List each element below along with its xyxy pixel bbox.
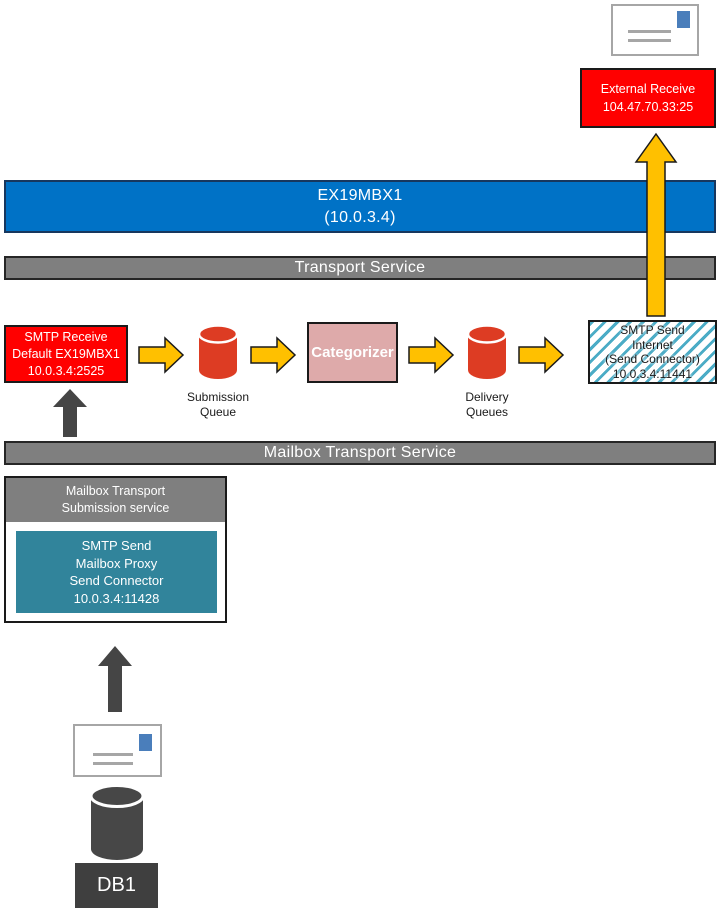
server-name: EX19MBX1	[317, 186, 403, 204]
smtp-receive-line1: SMTP Receive	[24, 329, 108, 344]
smtp-send-internet-box: SMTP Send Internet (Send Connector) 10.0…	[588, 320, 717, 384]
external-receive-line1: External Receive	[600, 82, 696, 96]
db1-label: DB1	[97, 874, 136, 896]
server-ip: (10.0.3.4)	[324, 208, 396, 226]
envelope-line	[93, 762, 133, 765]
database-icon	[89, 784, 145, 860]
stamp-icon	[139, 734, 152, 751]
smtp-send-proxy-line1: SMTP Send	[81, 538, 152, 553]
smtp-send-internet-line4: 10.0.3.4:11441	[612, 366, 693, 381]
smtp-receive-line3: 10.0.3.4:2525	[27, 363, 105, 378]
mailbox-transport-service-label: Mailbox Transport Service	[263, 444, 457, 461]
submission-queue-icon	[197, 324, 239, 379]
mailbox-transport-submission-header: Mailbox Transport Submission service	[6, 478, 225, 522]
up-arrow-icon-to-external	[634, 132, 678, 317]
smtp-send-mailbox-proxy-box: SMTP Send Mailbox Proxy Send Connector 1…	[16, 531, 217, 613]
db1-box: DB1	[75, 863, 158, 908]
categorizer-box: Categorizer	[307, 322, 398, 383]
delivery-queues-label: Delivery Queues	[465, 390, 509, 419]
smtp-send-internet-line1: SMTP Send	[620, 323, 685, 337]
external-receive-box: External Receive 104.47.70.33:25	[580, 68, 716, 128]
up-arrow-icon-to-smtp-receive	[53, 389, 87, 437]
right-arrow-icon-1	[138, 336, 185, 374]
submission-queue-label: Submission Queue	[186, 390, 250, 419]
stamp-icon	[677, 11, 690, 28]
mailbox-transport-submission-container: Mailbox Transport Submission service SMT…	[4, 476, 227, 623]
transport-service-label: Transport Service	[294, 259, 426, 276]
smtp-receive-box: SMTP Receive Default EX19MBX1 10.0.3.4:2…	[4, 325, 128, 383]
right-arrow-icon-2	[250, 336, 297, 374]
transport-service-banner: Transport Service	[4, 256, 716, 280]
envelope-line	[628, 39, 671, 42]
smtp-send-internet-line3: (Send Connector)	[605, 352, 700, 366]
mailbox-transport-service-banner: Mailbox Transport Service	[4, 441, 716, 465]
external-receive-line2: 104.47.70.33:25	[602, 100, 694, 114]
up-arrow-icon-from-mailbox	[98, 646, 132, 712]
envelope-icon	[611, 4, 699, 56]
categorizer-label: Categorizer	[311, 344, 394, 361]
smtp-send-proxy-line2: Mailbox Proxy	[75, 555, 158, 571]
right-arrow-icon-4	[518, 336, 565, 374]
envelope-icon-mailbox	[73, 724, 162, 777]
smtp-send-internet-line2: Internet	[632, 337, 673, 352]
envelope-line	[93, 753, 133, 756]
server-banner: EX19MBX1 (10.0.3.4)	[4, 180, 716, 233]
envelope-line	[628, 30, 671, 33]
smtp-send-proxy-line3: Send Connector	[69, 573, 164, 588]
smtp-receive-line2: Default EX19MBX1	[12, 346, 120, 361]
delivery-queues-icon	[466, 324, 508, 379]
right-arrow-icon-3	[408, 336, 455, 374]
smtp-send-proxy-line4: 10.0.3.4:11428	[73, 590, 160, 606]
